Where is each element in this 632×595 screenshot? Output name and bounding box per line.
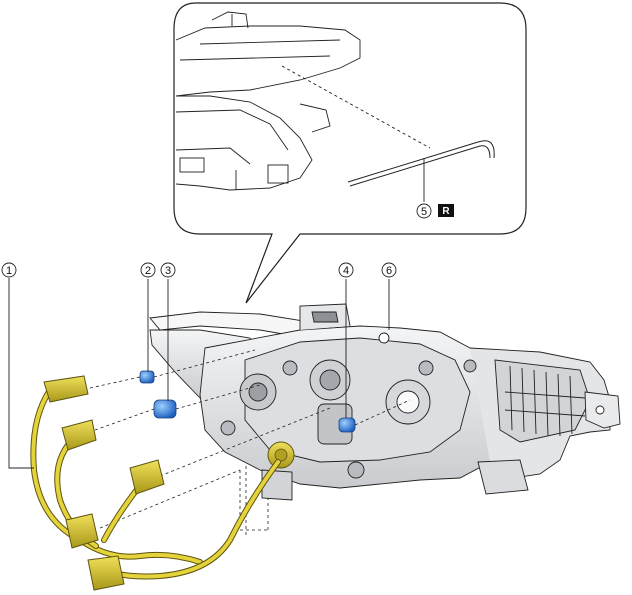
callout-3: 3 xyxy=(160,262,176,278)
lens-clip-part xyxy=(347,140,495,187)
bulb-4 xyxy=(338,417,356,433)
callout-leaders xyxy=(8,278,390,469)
callout-label-1: 1 xyxy=(6,265,12,277)
assembly-dashed-lines xyxy=(89,349,411,538)
bulb-2 xyxy=(139,370,155,384)
callout-4: 4 xyxy=(338,262,354,278)
r-badge-label: R xyxy=(442,206,450,217)
leader-line-clip xyxy=(281,65,431,149)
headlamp-housing xyxy=(149,303,621,501)
callout-label-6: 6 xyxy=(386,265,392,277)
callout-label-3: 3 xyxy=(165,265,171,277)
socket-connector xyxy=(267,441,295,469)
callout-label-4: 4 xyxy=(343,265,349,277)
r-badge: R xyxy=(438,204,454,217)
callout-2: 2 xyxy=(140,262,156,278)
bulb-3 xyxy=(153,399,177,419)
callout-label-5: 5 xyxy=(421,206,427,218)
harness-connectors xyxy=(43,375,165,591)
headlamp-closeup xyxy=(175,11,361,191)
callout-5: 5 xyxy=(416,203,432,219)
callout-label-2: 2 xyxy=(145,265,151,277)
callout-6: 6 xyxy=(381,262,397,278)
callout-1: 1 xyxy=(1,262,17,278)
